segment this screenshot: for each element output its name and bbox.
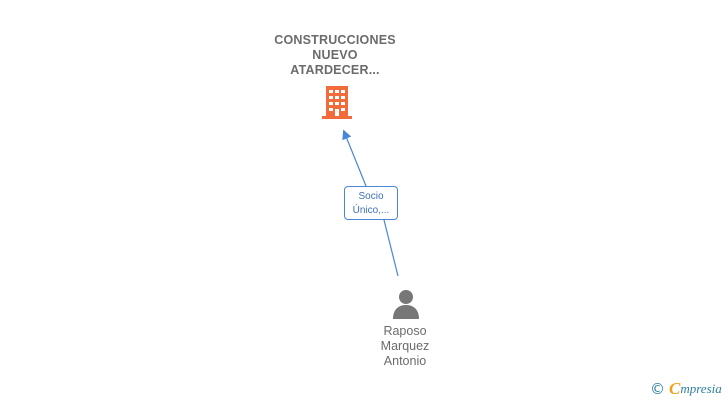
empresia-logo: © C mpresia (650, 379, 722, 399)
company-name-line-1: CONSTRUCCIONES (274, 33, 396, 47)
building-icon[interactable] (320, 84, 354, 120)
person-name-line-1: Raposo (383, 324, 427, 338)
connector-line-lower (383, 219, 399, 277)
relation-label-line-2: Único,... (352, 205, 390, 216)
person-icon[interactable] (391, 288, 421, 320)
brand-logo-text: mpresia (680, 381, 722, 396)
person-name[interactable]: Raposo Marquez Antonio (345, 324, 465, 369)
brand-logo-initial: C (669, 379, 681, 398)
company-name-line-3: ATARDECER... (290, 63, 380, 77)
company-name-line-2: NUEVO (312, 48, 358, 62)
copyright-icon: © (650, 380, 665, 398)
person-name-line-3: Antonio (383, 354, 427, 368)
relation-label-line-1: Socio (358, 191, 384, 202)
person-name-line-2: Marquez (380, 339, 430, 353)
company-name[interactable]: CONSTRUCCIONES NUEVO ATARDECER... (235, 33, 435, 78)
connector-line-upper (342, 129, 367, 187)
relation-label-box[interactable]: Socio Único,... (344, 186, 398, 220)
